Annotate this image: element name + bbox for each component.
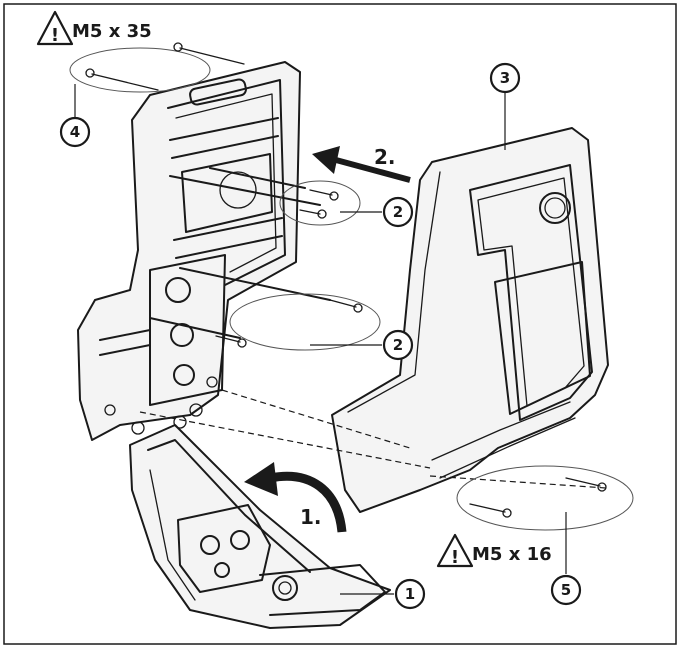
svg-text:5: 5: [561, 581, 571, 599]
warning-triangle-icon: !: [436, 533, 474, 568]
svg-text:!: !: [51, 25, 59, 46]
screws-top: [69, 42, 245, 93]
diagram-frame: [3, 3, 677, 645]
screw-spec-bottom-text: M5 x 16: [472, 544, 552, 565]
svg-text:2: 2: [393, 203, 403, 221]
screw-spec-top: ! M5 x 35: [36, 10, 152, 46]
guide-line-upper: [221, 389, 411, 449]
step-label-1: 1.: [300, 505, 322, 529]
front-cover: [331, 127, 609, 513]
callout-4: 4: [59, 116, 91, 148]
svg-text:2: 2: [393, 336, 403, 354]
screw-spec-top-text: M5 x 35: [72, 21, 152, 42]
back-plate: [77, 61, 331, 441]
screws-bottom: [456, 465, 634, 531]
callout-2a: 2: [382, 196, 414, 228]
callout-3: 3: [489, 62, 521, 94]
svg-text:4: 4: [70, 123, 80, 141]
guide-line-screws: [429, 475, 607, 489]
hinged-bottom-cover: [129, 415, 391, 629]
warning-triangle-icon: !: [36, 10, 74, 46]
screw-spec-bottom: ! M5 x 16: [436, 533, 552, 568]
screws-mid: [215, 180, 381, 351]
callout-5: 5: [550, 574, 582, 606]
arrow-step-2: [312, 146, 411, 183]
arrow-step-1: [244, 462, 347, 533]
callout-1: 1: [394, 578, 426, 610]
svg-text:3: 3: [500, 69, 510, 87]
svg-text:1: 1: [405, 585, 415, 603]
callout-2b: 2: [382, 329, 414, 361]
step-label-2: 2.: [374, 145, 396, 169]
svg-text:!: !: [451, 547, 459, 568]
